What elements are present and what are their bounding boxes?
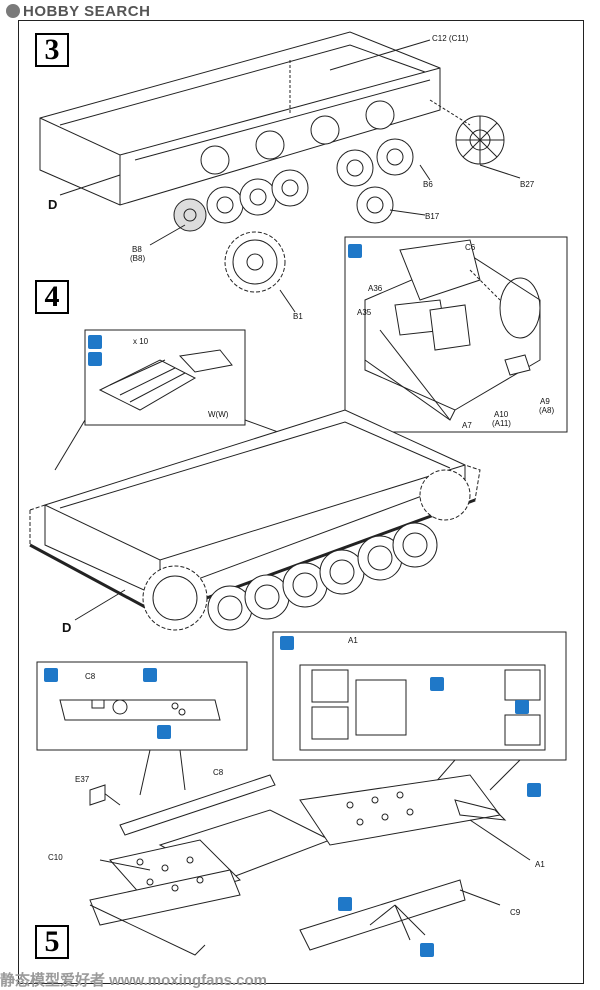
label-track-count: x 10 — [133, 337, 149, 346]
logo-mark-icon — [6, 3, 20, 18]
cement-icon-a1 — [280, 636, 294, 650]
glue-icons — [44, 244, 541, 957]
label-b17: B17 — [425, 212, 440, 221]
glue-stripe-icon-c9-bottom — [420, 943, 434, 957]
drill-icon-c8 — [157, 725, 171, 739]
label-c8-detail: C8 — [85, 672, 96, 681]
step3-hull — [39, 31, 441, 206]
label-b6: B6 — [423, 180, 433, 189]
label-b8: B8 — [132, 245, 142, 254]
label-c6: C6 — [465, 243, 476, 252]
label-c9: C9 — [510, 908, 521, 917]
cement-icon-step4-detail — [348, 244, 362, 258]
label-hull-d-step3: D — [48, 197, 58, 212]
step3-wheels — [173, 100, 505, 232]
label-a1: A1 — [535, 860, 545, 869]
mark-icon-a1 — [527, 783, 541, 797]
watermark: 静态模型爱好者 www.moxingfans.com — [0, 972, 267, 989]
label-a1-detail: A1 — [348, 636, 358, 645]
label-c12: C12 (C11) — [432, 34, 469, 43]
label-b8-alt: (B8) — [130, 254, 146, 263]
header: HOBBY SEARCH — [6, 2, 150, 20]
glue-apply-icon-step4-track — [88, 352, 102, 366]
cement-icon-step4-track — [88, 335, 102, 349]
step-number-3: 3 — [35, 33, 69, 67]
step3-leaders — [59, 39, 521, 313]
drill-icon-a1-right — [515, 700, 529, 714]
step4-hull — [29, 409, 481, 631]
label-track-w: W(W) — [208, 410, 229, 419]
hobby-search-logo: HOBBY SEARCH — [6, 3, 150, 20]
label-b27: B27 — [520, 180, 535, 189]
label-c10: C10 — [48, 853, 63, 862]
label-a8: (A8) — [539, 406, 555, 415]
step-number-4: 4 — [35, 280, 69, 314]
label-b1: B1 — [293, 312, 303, 321]
instruction-sheet-frame — [18, 20, 584, 984]
label-a7: A7 — [462, 421, 472, 430]
step5-c8-detail-box — [36, 661, 248, 796]
label-a36: A36 — [368, 284, 383, 293]
label-a11: (A11) — [492, 419, 511, 428]
drill-icon-a1-left — [430, 677, 444, 691]
cement-icon-c8 — [44, 668, 58, 682]
step3-sprocket — [224, 231, 286, 293]
label-a9: A9 — [540, 397, 550, 406]
step5-parts — [89, 774, 531, 956]
step5-a1-detail-box — [272, 631, 567, 801]
label-a10: A10 — [494, 410, 509, 419]
label-a35: A35 — [357, 308, 372, 317]
label-hull-d-step4: D — [62, 620, 72, 635]
step4-detail-box — [344, 236, 568, 433]
glue-stripe-icon-c9-top — [338, 897, 352, 911]
step4-track-box — [54, 329, 301, 471]
label-c8: C8 — [213, 768, 224, 777]
label-e37: E37 — [75, 775, 90, 784]
step-number-5: 5 — [35, 925, 69, 959]
glue-stripe-icon-c8 — [143, 668, 157, 682]
